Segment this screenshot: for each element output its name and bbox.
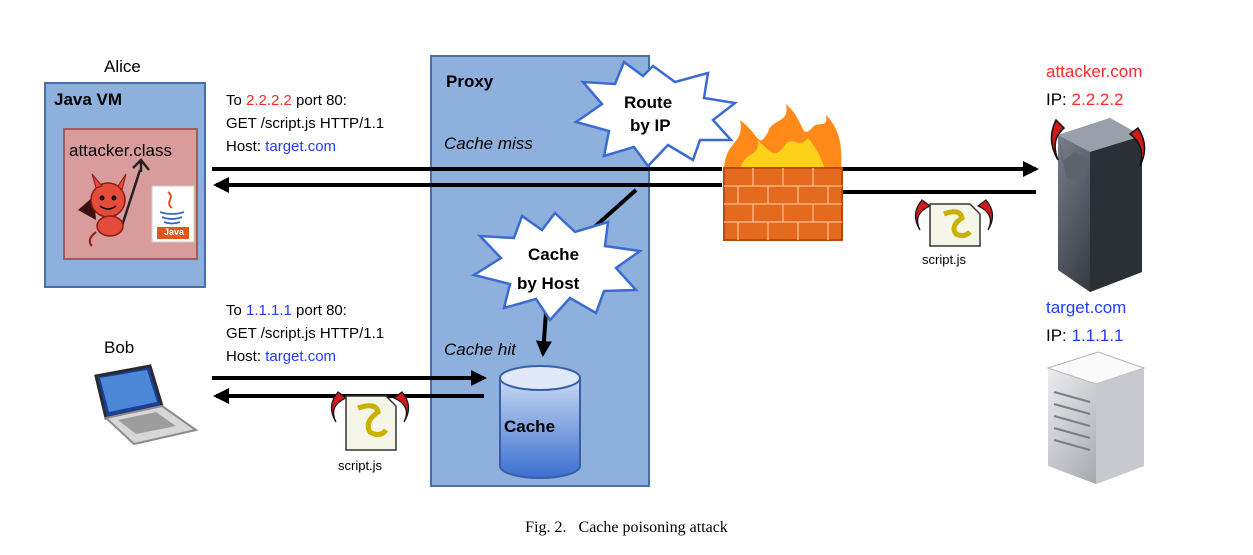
attacker-class-label: attacker.class: [69, 141, 172, 160]
cache-hit-label: Cache hit: [444, 340, 516, 359]
cache-miss-label: Cache miss: [444, 134, 533, 153]
proxy-label: Proxy: [446, 72, 494, 91]
java-vm-label: Java VM: [54, 90, 123, 109]
route-by-ip-burst: [573, 60, 739, 168]
bob-request-line2: GET /script.js HTTP/1.1: [226, 325, 385, 342]
target-server-name: target.com: [1046, 298, 1127, 317]
attacker-server-name: attacker.com: [1046, 62, 1143, 81]
script-file-icon-bottom: [330, 391, 410, 451]
firewall-icon: [723, 104, 843, 241]
arrow-to-cache: [535, 311, 552, 357]
cache-label: Cache: [504, 417, 556, 436]
target-server-ip: IP: 1.1.1.1: [1046, 326, 1124, 345]
cache-burst-line2: by Host: [517, 274, 580, 293]
script-label-top: script.js: [922, 252, 967, 267]
java-logo-text: Java: [164, 227, 185, 237]
laptop-icon: [94, 364, 199, 446]
script-label-bottom: script.js: [338, 458, 383, 473]
java-logo-icon: [151, 185, 195, 243]
bob-request-line1: To 1.1.1.1 port 80:: [226, 302, 347, 319]
arrow-attacker-to-alice: [213, 177, 1036, 194]
alice-label: Alice: [104, 57, 141, 76]
figure-caption: Fig. 2. Cache poisoning attack: [525, 519, 728, 536]
attacker-server-ip: IP: 2.2.2.2: [1046, 90, 1124, 109]
route-burst-line2: by IP: [630, 116, 671, 135]
alice-request-line1: To 2.2.2.2 port 80:: [226, 92, 347, 109]
cache-cylinder-icon: [499, 365, 581, 479]
attacker-server-icon: [1050, 118, 1146, 292]
bob-label: Bob: [104, 338, 135, 357]
script-file-icon-top: [914, 199, 994, 247]
alice-request-line2: GET /script.js HTTP/1.1: [226, 115, 385, 132]
devil-mascot-icon: [78, 158, 150, 247]
alice-request-host: Host: target.com: [226, 138, 337, 155]
bob-request-host: Host: target.com: [226, 348, 337, 365]
target-server-icon: [1046, 351, 1146, 484]
cache-by-host-burst: [470, 211, 644, 323]
cache-burst-line1: Cache: [528, 245, 580, 264]
route-burst-line1: Route: [624, 93, 673, 112]
